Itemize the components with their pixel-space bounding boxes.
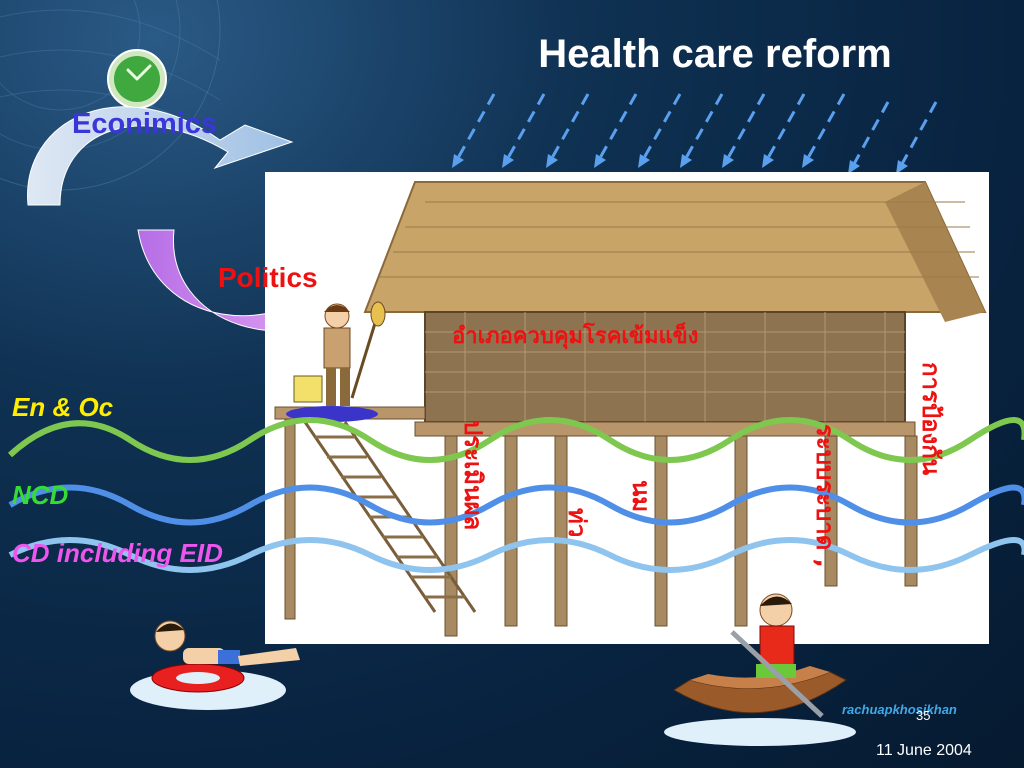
en-oc-label: En & Oc	[12, 392, 114, 422]
cd-wave	[8, 537, 1024, 573]
slide-date: 11 June 2004	[876, 742, 972, 759]
ncd-wave	[8, 484, 1024, 526]
rain-arrows	[452, 93, 938, 174]
thai-vertical-4: ระบบระบาด ,	[811, 424, 839, 568]
economics-arrow	[27, 106, 294, 206]
author-credit: rachuapkhosikhan	[842, 702, 957, 717]
thai-vertical-2: ท่ว	[563, 508, 591, 538]
economics-label: Econimics	[72, 108, 218, 140]
swimming-child	[130, 620, 300, 710]
thai-vertical-1: ประเมินผล	[459, 420, 487, 531]
politics-label: Politics	[218, 262, 318, 293]
thai-vertical-5: การป้องกัน	[917, 362, 945, 476]
ncd-label: NCD	[12, 480, 69, 510]
slide-title: Health care reform	[538, 32, 892, 76]
clock-icon	[107, 49, 167, 109]
rowing-child-boat	[664, 593, 856, 746]
cd-label: CD including EID	[12, 538, 223, 568]
thai-vertical-3: นม	[627, 480, 655, 513]
waves	[7, 417, 1024, 573]
stilt-house-illustration	[274, 181, 987, 637]
thai-district-text: อำเภอควบคุมโรคเข้มแข็ง	[452, 324, 699, 349]
en-oc-wave	[7, 417, 1024, 463]
page-number: 35	[916, 708, 931, 723]
